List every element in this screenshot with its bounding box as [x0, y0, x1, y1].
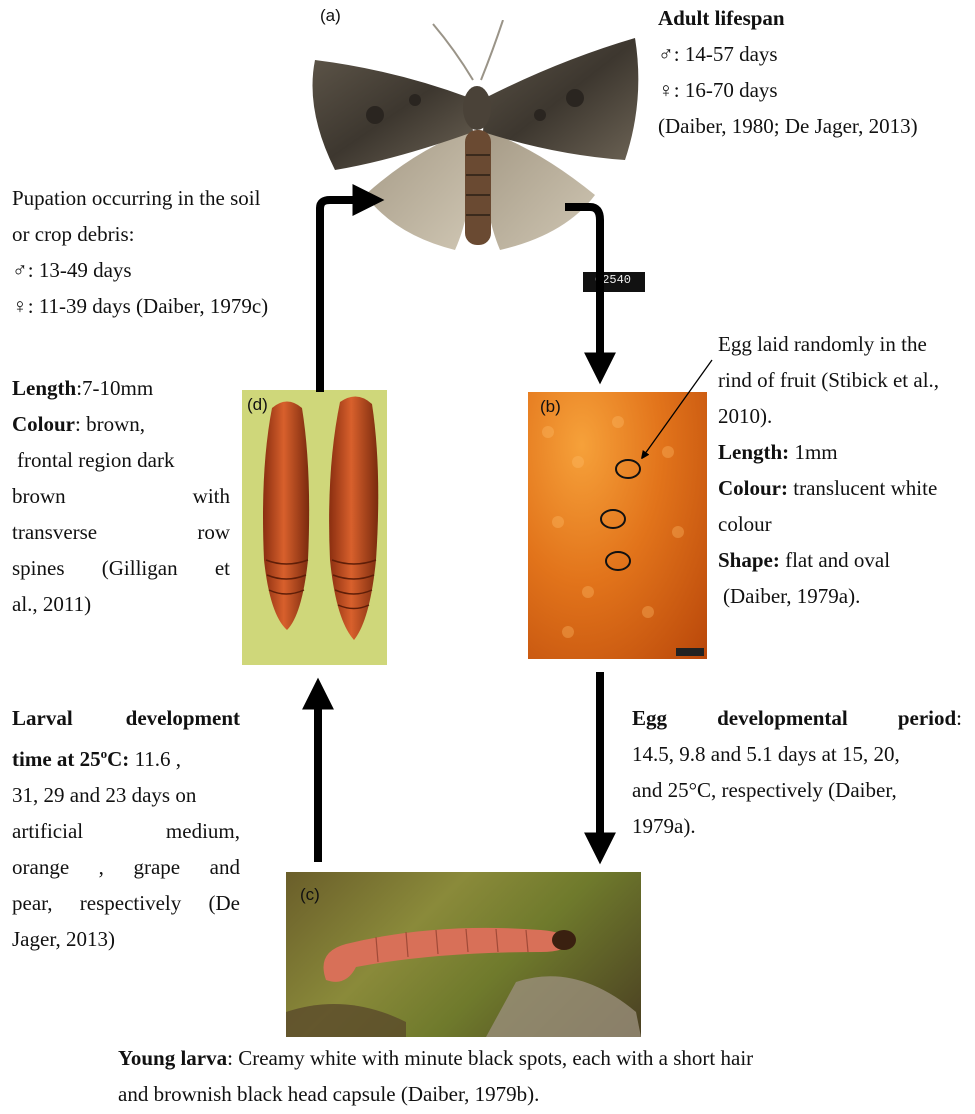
larval-dev-title: Larval development — [12, 700, 240, 736]
larval-dev-title2b: C: — [107, 747, 129, 771]
adult-lifespan-title: Adult lifespan — [658, 6, 785, 30]
young-larva-block: Young larva: Creamy white with minute bl… — [118, 1040, 968, 1112]
pupation-male: ♂: 13-49 days — [12, 252, 312, 288]
egg-dev-line-0: 14.5, 9.8 and 5.1 days at 15, 20, — [632, 736, 962, 772]
arrow-pupa-to-adult — [320, 200, 370, 392]
egg-line-1: rind of fruit (Stibick et al., — [718, 362, 973, 398]
arrow-adult-to-egg — [565, 207, 600, 370]
pupa-description-block: Length:7-10mm Colour: brown, frontal reg… — [12, 370, 230, 622]
egg-shape-label: Shape: — [718, 548, 780, 572]
egg-colour-value: translucent white — [793, 476, 937, 500]
egg-dev-title: Egg developmental period — [632, 700, 956, 736]
adult-male-lifespan: ♂: 14-57 days — [658, 36, 970, 72]
egg-ref: (Daiber, 1979a). — [718, 578, 973, 614]
pupa-line-5: al., 2011) — [12, 586, 230, 622]
pupation-block: Pupation occurring in the soil or crop d… — [12, 180, 312, 324]
pupa-line-2: brown with — [12, 478, 230, 514]
pupa-length-label: Length — [12, 376, 76, 400]
larval-dev-line-0: 31, 29 and 23 days on — [12, 777, 240, 813]
egg-length-value: 1mm — [794, 440, 837, 464]
larval-dev-value: 11.6 , — [129, 747, 181, 771]
pupa-line-3: transverse row — [12, 514, 230, 550]
larval-dev-line-4: Jager, 2013) — [12, 921, 240, 957]
larval-dev-title2a: time at 25 — [12, 747, 101, 771]
egg-shape-value: flat and oval — [785, 548, 890, 572]
pupa-line-4: spines (Gilligan et — [12, 550, 230, 586]
adult-ref: (Daiber, 1980; De Jager, 2013) — [658, 108, 970, 144]
egg-description-block: Egg laid randomly in the rind of fruit (… — [718, 326, 973, 614]
pupa-length-value: :7-10mm — [76, 376, 153, 400]
pupa-line-0: : brown, — [75, 412, 145, 436]
larval-dev-block: Larval development time at 25oC: 11.6 , … — [12, 700, 240, 957]
egg-colour-label: Colour: — [718, 476, 788, 500]
young-larva-title: Young larva — [118, 1046, 227, 1070]
pupa-line-1: frontal region dark — [12, 442, 230, 478]
egg-line-0: Egg laid randomly in the — [718, 326, 973, 362]
young-larva-line1: : Creamy white with minute black spots, … — [227, 1046, 753, 1070]
larval-dev-line-2: orange , grape and — [12, 849, 240, 885]
egg-line-2: 2010). — [718, 398, 973, 434]
pupa-colour-label: Colour — [12, 412, 75, 436]
pupation-line1: Pupation occurring in the soil — [12, 180, 312, 216]
egg-dev-colon: : — [956, 700, 962, 736]
adult-female-lifespan: ♀: 16-70 days — [658, 72, 970, 108]
pupation-female: ♀: 11-39 days (Daiber, 1979c) — [12, 288, 312, 324]
egg-pointer-arrow — [642, 360, 712, 458]
egg-colour-value2: colour — [718, 506, 973, 542]
egg-length-label: Length: — [718, 440, 789, 464]
young-larva-line2: and brownish black head capsule (Daiber,… — [118, 1076, 968, 1112]
larval-dev-line-1: artificial medium, — [12, 813, 240, 849]
pupation-line2: or crop debris: — [12, 216, 312, 252]
egg-dev-line-2: 1979a). — [632, 808, 962, 844]
larval-dev-line-3: pear, respectively (De — [12, 885, 240, 921]
egg-dev-block: Egg developmental period: 14.5, 9.8 and … — [632, 700, 962, 844]
egg-dev-line-1: and 25°C, respectively (Daiber, — [632, 772, 962, 808]
adult-lifespan-block: Adult lifespan ♂: 14-57 days ♀: 16-70 da… — [658, 0, 970, 144]
